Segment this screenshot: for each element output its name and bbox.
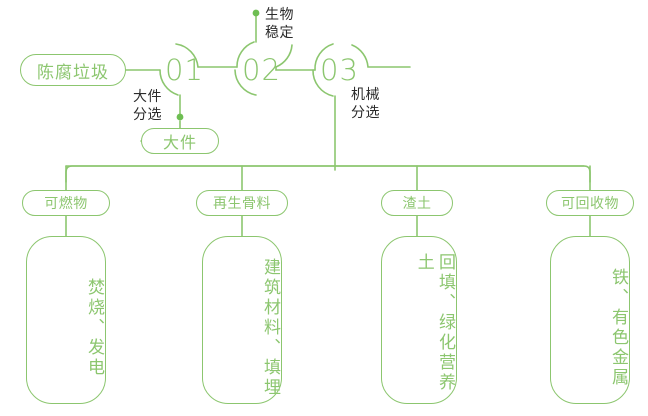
step-annotation-bulky-sorting: 大件 分选 [133, 88, 162, 122]
outcome-box-slag-soil[interactable]: 回填、绿化营养土 [381, 236, 457, 404]
dot-bio-note [252, 9, 260, 17]
step-annotation-mechanical-sorting: 机械 分选 [351, 86, 380, 120]
step-number-03: 03 [320, 53, 359, 87]
wire-step3-tail [351, 44, 411, 68]
wire-step2-to-step3 [275, 66, 316, 71]
branch-output-bulky[interactable]: 大件 [141, 128, 219, 154]
category-pill-recyclable[interactable]: 可回收物 [546, 190, 634, 216]
dot-bulky-note [176, 113, 184, 121]
category-pill-recycled-aggregate[interactable]: 再生骨料 [196, 190, 288, 216]
step-number-01: 01 [165, 53, 204, 87]
outcome-box-combustible[interactable]: 焚烧、发电 [26, 236, 106, 404]
category-pill-slag-soil[interactable]: 渣土 [381, 190, 453, 216]
outcome-box-recycled-aggregate[interactable]: 建筑材料、填埋 [202, 236, 282, 404]
category-pill-combustible[interactable]: 可燃物 [22, 190, 110, 216]
outcome-box-recyclable[interactable]: 铁、有色金属 [550, 236, 630, 404]
source-node[interactable]: 陈腐垃圾 [20, 54, 126, 86]
step-number-02: 02 [242, 53, 281, 87]
step-annotation-biological-stabilization: 生物 稳定 [265, 6, 294, 40]
wire-distribution-bus [65, 165, 591, 183]
